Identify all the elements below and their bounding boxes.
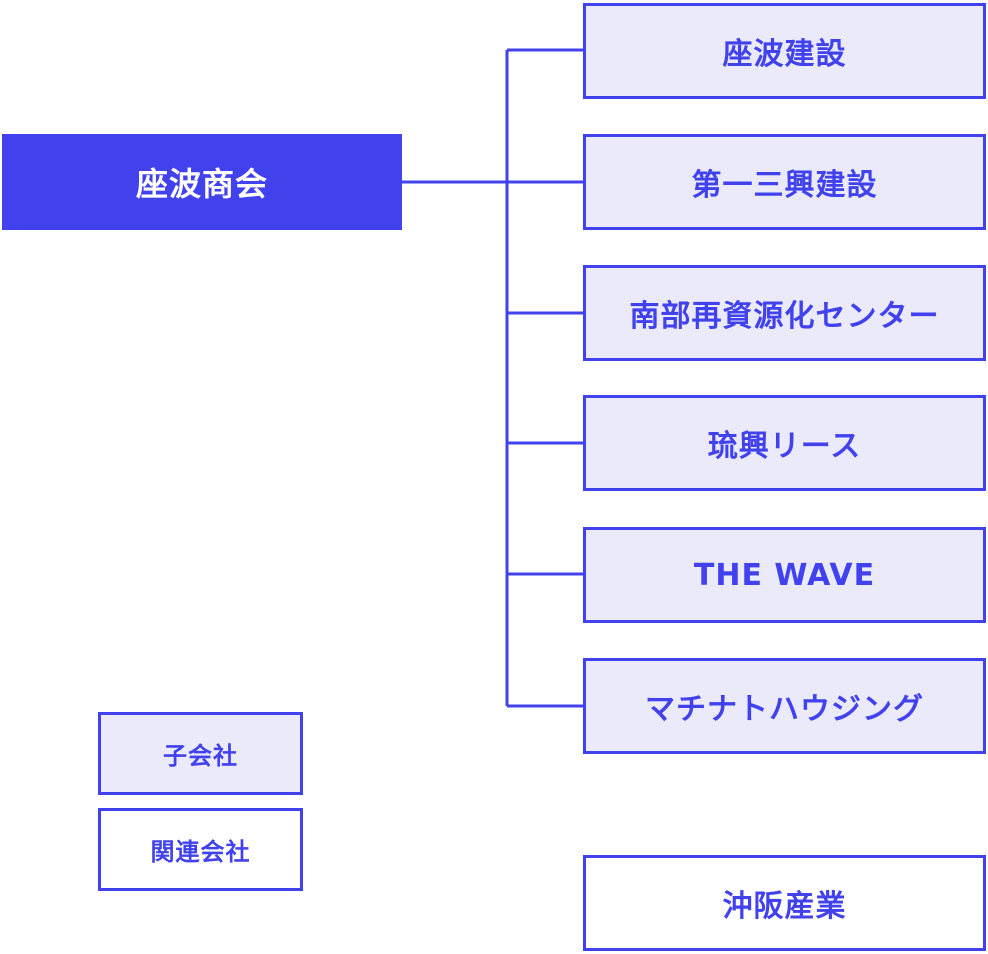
subsidiary-label: 琉興リース: [707, 429, 862, 464]
subsidiary-label: 第一三興建設: [691, 168, 878, 203]
subsidiary-label: 南部再資源化センター: [629, 299, 940, 334]
parent-company-label: 座波商会: [135, 165, 268, 203]
legend-affiliate-label: 関連会社: [150, 838, 251, 866]
subsidiary-label: マチナトハウジング: [645, 692, 924, 727]
subsidiary-label: 座波建設: [722, 37, 847, 72]
affiliate-label: 沖阪産業: [722, 889, 847, 924]
subsidiary-box-5: THE WAVE: [583, 527, 986, 623]
subsidiary-box-1: 座波建設: [583, 3, 986, 99]
legend-subsidiary-label: 子会社: [163, 742, 238, 770]
legend-subsidiary-swatch: 子会社: [98, 712, 303, 795]
subsidiary-box-2: 第一三興建設: [583, 134, 986, 230]
subsidiary-box-3: 南部再資源化センター: [583, 265, 986, 361]
legend-affiliate-swatch: 関連会社: [98, 808, 303, 891]
subsidiary-box-6: マチナトハウジング: [583, 658, 986, 754]
subsidiary-label: THE WAVE: [693, 557, 876, 593]
affiliate-box-1: 沖阪産業: [583, 855, 986, 951]
parent-company-box: 座波商会: [2, 134, 402, 230]
subsidiary-box-4: 琉興リース: [583, 395, 986, 491]
